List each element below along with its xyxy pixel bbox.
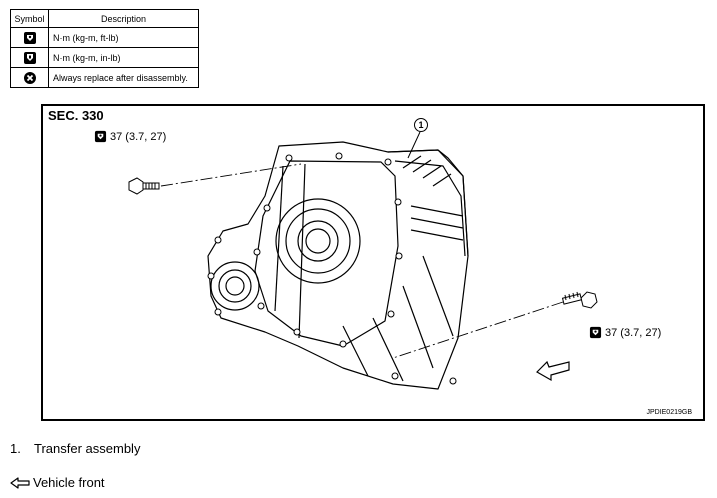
- legend-row-description: N·m (kg-m, in-lb): [48, 47, 199, 68]
- transfer-assembly-drawing: [128, 131, 598, 390]
- vehicle-front-caption: Vehicle front: [10, 475, 105, 490]
- symbol-legend-table: Symbol Description N·m (kg-m, ft-lb) N·m…: [10, 9, 199, 88]
- legend-row: N·m (kg-m, ft-lb): [10, 27, 199, 48]
- legend-row-description: Always replace after disassembly.: [48, 67, 199, 88]
- torque-value: 37 (3.7, 27): [605, 326, 662, 339]
- always-replace-icon: [23, 71, 36, 84]
- torque-wrench-icon: [94, 130, 107, 143]
- torque-spec-right: 37 (3.7, 27): [589, 326, 661, 339]
- legend-header-description: Description: [48, 9, 199, 28]
- transfer-assembly-figure: SEC. 330 37 (3.7, 27) 37 (3.7, 27) 1 JPD…: [41, 104, 705, 421]
- torque-spec-top: 37 (3.7, 27): [94, 130, 166, 143]
- item-label: Transfer assembly: [34, 441, 141, 456]
- torque-wrench-inlb-icon: [23, 51, 36, 64]
- item-number: 1.: [10, 441, 21, 456]
- torque-wrench-icon: [589, 326, 602, 339]
- torque-value: 37 (3.7, 27): [110, 130, 167, 143]
- section-label: SEC. 330: [48, 108, 104, 123]
- legend-row: Always replace after disassembly.: [10, 67, 199, 88]
- vehicle-front-label: Vehicle front: [33, 475, 105, 490]
- torque-wrench-icon: [23, 31, 36, 44]
- parts-list-item: 1. Transfer assembly: [10, 441, 140, 456]
- legend-row: N·m (kg-m, in-lb): [10, 47, 199, 68]
- vehicle-front-arrow-icon: [10, 476, 30, 489]
- figure-code: JPDIE0219GB: [646, 409, 692, 416]
- legend-row-description: N·m (kg-m, ft-lb): [48, 27, 199, 48]
- legend-header-row: Symbol Description: [10, 9, 199, 28]
- callout-number: 1: [414, 118, 428, 132]
- legend-header-symbol: Symbol: [10, 9, 49, 28]
